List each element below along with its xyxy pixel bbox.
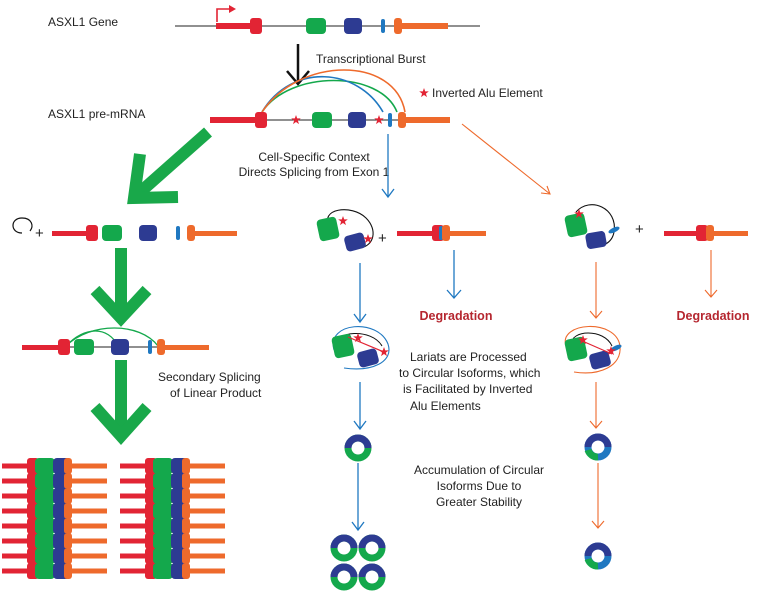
burst-label: Transcriptional Burst bbox=[316, 52, 426, 66]
linear-transcript-2 bbox=[22, 327, 209, 355]
linear-transcript-1 bbox=[52, 225, 237, 241]
processing-lariat-2 bbox=[564, 325, 622, 374]
green-down-arrow-1-icon bbox=[90, 248, 152, 327]
asxl1-pre-mrna bbox=[210, 69, 450, 128]
linear-product-stack-right bbox=[120, 458, 225, 579]
accum-line-1: Accumulation of Circular bbox=[414, 463, 544, 477]
decay-transcript-2 bbox=[664, 225, 748, 241]
degradation-arrow-2-icon bbox=[704, 250, 718, 298]
middle-arrow-3-icon bbox=[351, 463, 365, 532]
alu-legend-label: Inverted Alu Element bbox=[432, 86, 543, 100]
pre-mrna-label: ASXL1 pre-mRNA bbox=[48, 107, 145, 121]
right-arrow-3-icon bbox=[591, 463, 605, 529]
burst-arrow-icon bbox=[286, 44, 310, 86]
middle-arrow-1-icon bbox=[353, 263, 367, 324]
processing-lariat-1 bbox=[331, 326, 390, 370]
degradation-arrow-1-icon bbox=[446, 250, 462, 299]
linear-product-stack-left bbox=[2, 458, 107, 579]
plus-1: + bbox=[35, 225, 44, 242]
plus-2: + bbox=[378, 230, 387, 247]
degradation-label-2: Degradation bbox=[677, 309, 750, 323]
lariat-line-1: Lariats are Processed bbox=[410, 350, 527, 364]
accumulated-circular-isoform-right bbox=[584, 542, 612, 570]
lariat-1 bbox=[316, 209, 374, 252]
lariat-line-2: to Circular Isoforms, which bbox=[399, 366, 540, 380]
accumulated-circular-isoforms bbox=[330, 534, 386, 591]
circular-isoform-1 bbox=[344, 434, 372, 462]
secondary-line-1: Secondary Splicing bbox=[158, 370, 261, 384]
circular-branch-arrow-icon bbox=[381, 134, 395, 199]
degradation-label-1: Degradation bbox=[420, 309, 493, 323]
plus-3: + bbox=[635, 221, 644, 238]
lariat-line-4: Alu Elements bbox=[410, 399, 481, 413]
right-arrow-1-icon bbox=[589, 262, 603, 319]
right-arrow-2-icon bbox=[589, 382, 603, 429]
circular-isoform-2 bbox=[584, 433, 612, 461]
linear-splicing-arrow-icon bbox=[127, 127, 212, 205]
accum-line-2: Isoforms Due to bbox=[437, 479, 522, 493]
gene-label: ASXL1 Gene bbox=[48, 15, 118, 29]
lariat-loop-icon bbox=[12, 217, 33, 234]
lariat-2 bbox=[564, 204, 620, 249]
decay-transcript-1 bbox=[397, 225, 486, 241]
tss-arrow-icon bbox=[216, 8, 229, 22]
right-branch-arrow-icon bbox=[461, 123, 551, 195]
accum-line-3: Greater Stability bbox=[436, 495, 522, 509]
secondary-line-2: of Linear Product bbox=[170, 386, 262, 400]
middle-arrow-2-icon bbox=[353, 382, 367, 431]
green-down-arrow-2-icon bbox=[90, 360, 152, 445]
context-line-2: Directs Splicing from Exon 1 bbox=[239, 165, 390, 179]
lariat-line-3: is Facilitated by Inverted bbox=[403, 382, 532, 396]
context-line-1: Cell-Specific Context bbox=[258, 150, 370, 164]
legend-star-icon bbox=[419, 88, 429, 98]
asxl1-gene bbox=[175, 5, 480, 34]
